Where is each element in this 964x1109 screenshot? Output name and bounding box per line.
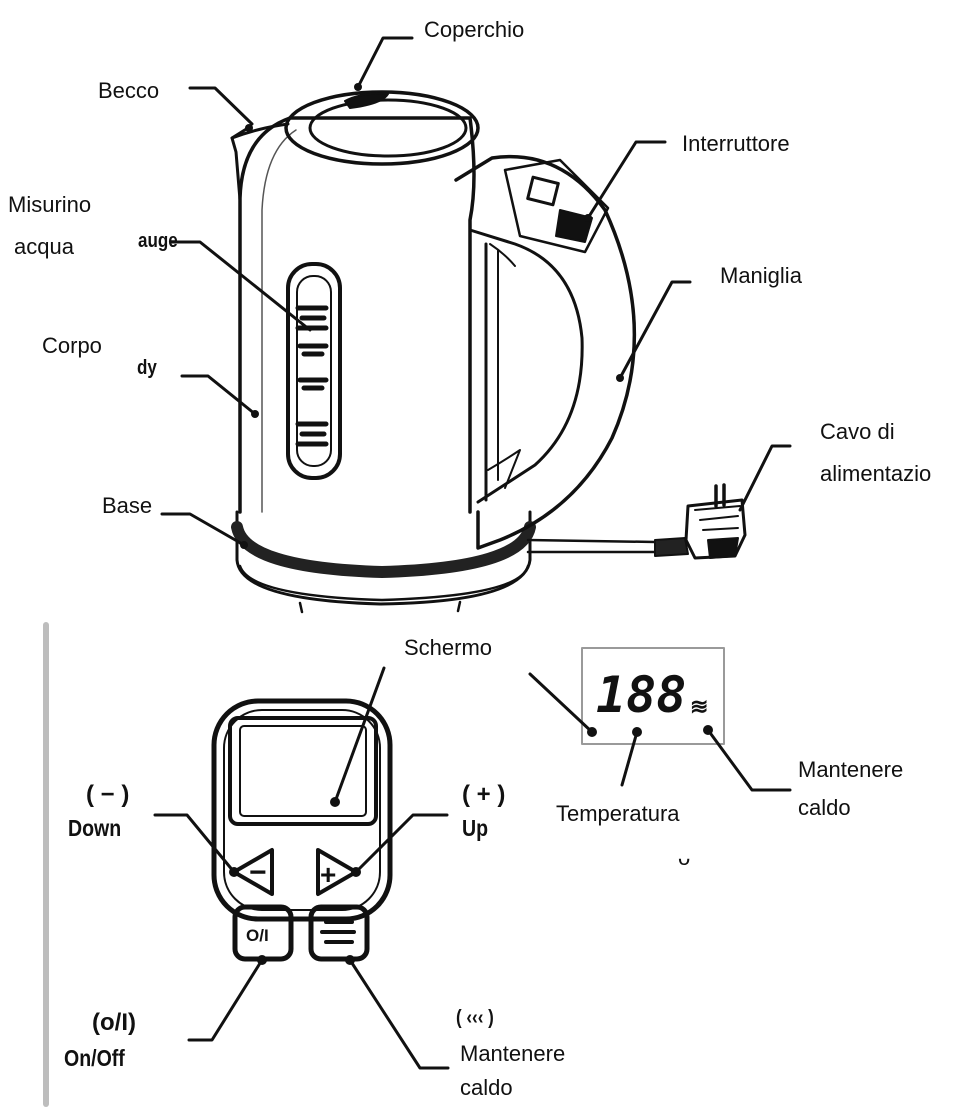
label-schermo: Schermo	[404, 635, 493, 660]
label-mantenere-line1: Mantenere	[798, 757, 904, 782]
power-cord	[526, 483, 747, 560]
label-maniglia: Maniglia	[720, 263, 802, 288]
kettle-illustration	[230, 90, 747, 614]
stray-glyph: ᴗ	[678, 845, 691, 870]
label-gauge-fragment: auge	[138, 230, 178, 252]
label-interruttore: Interruttore	[682, 131, 790, 156]
label-onoff: On/Off	[64, 1045, 125, 1071]
panel-screen	[228, 716, 378, 826]
water-gauge-window	[286, 262, 342, 480]
minus-symbol: −	[249, 856, 267, 889]
label-keepwarm-paren: ( ‹‹‹ )	[456, 1007, 494, 1029]
label-base: Base	[102, 493, 153, 518]
onoff-button-label: O/I	[246, 926, 269, 945]
panel-leader-dots	[229, 725, 713, 965]
minus-button	[232, 848, 274, 896]
kettle-leader-lines	[160, 36, 792, 547]
plus-symbol: +	[320, 859, 336, 890]
label-corpo: Corpo	[42, 333, 102, 358]
label-cavo-line2: alimentazio	[820, 461, 932, 486]
label-keepwarm-line1: Mantenere	[460, 1041, 566, 1066]
label-coperchio: Coperchio	[424, 17, 525, 42]
kettle-handle	[454, 154, 637, 550]
label-onoff-paren: (o/I)	[92, 1009, 136, 1036]
label-cavo-line1: Cavo di	[820, 419, 895, 444]
kettle-leader-dots	[240, 83, 624, 549]
panel-leader-lines	[153, 666, 792, 1070]
label-mantenere-line2: caldo	[798, 795, 851, 820]
label-minus-paren: ( − )	[86, 781, 130, 808]
lcd-display	[581, 647, 725, 745]
kettle-base	[231, 510, 536, 614]
kettle-lid	[284, 90, 480, 166]
label-misurino-line2: acqua	[14, 234, 74, 259]
label-keepwarm-line2: caldo	[460, 1075, 513, 1100]
label-down: Down	[68, 815, 122, 841]
label-plus-paren: ( + )	[462, 781, 506, 808]
label-up: Up	[462, 815, 489, 841]
lcd-warm-icon: ≋	[690, 694, 708, 719]
plus-button	[316, 848, 358, 896]
keep-warm-button	[308, 904, 370, 962]
control-panel	[211, 698, 393, 962]
label-body-fragment: dy	[137, 357, 157, 379]
lcd-digits: 188	[596, 666, 686, 724]
kettle-body	[238, 116, 476, 514]
label-misurino-line1: Misurino	[8, 192, 92, 217]
label-becco: Becco	[98, 78, 160, 103]
kettle-spout	[230, 122, 290, 202]
label-temperatura: Temperatura	[556, 801, 680, 826]
